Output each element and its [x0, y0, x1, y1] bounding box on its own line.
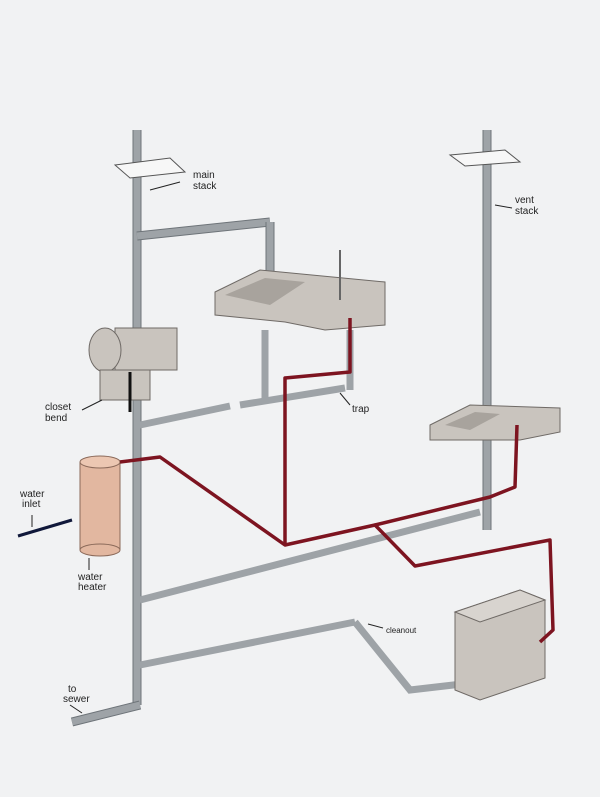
water-heater — [79, 455, 121, 557]
vent-caps — [113, 149, 522, 179]
lower-branch-pipe — [139, 618, 356, 669]
leader-arrows — [31, 181, 513, 714]
tub-supply-pipe — [283, 318, 352, 545]
drain-pipes — [70, 130, 492, 727]
hot-water-pipes — [17, 318, 555, 644]
vent-stack-roof-flashing — [448, 149, 522, 167]
fixtures — [79, 250, 561, 701]
label-cleanout: cleanout — [386, 626, 417, 635]
main-stack-roof-flashing — [113, 157, 187, 179]
sink — [429, 404, 561, 441]
heater-supply-pipe — [119, 455, 555, 644]
toilet — [88, 327, 178, 412]
middle-branch-pipe — [139, 508, 481, 604]
washing-machine — [453, 589, 547, 701]
closet-drain-pipe — [139, 402, 231, 429]
water-inlet-pipe — [17, 518, 73, 538]
bathtub — [214, 250, 386, 331]
label-trap: trap — [352, 404, 370, 415]
